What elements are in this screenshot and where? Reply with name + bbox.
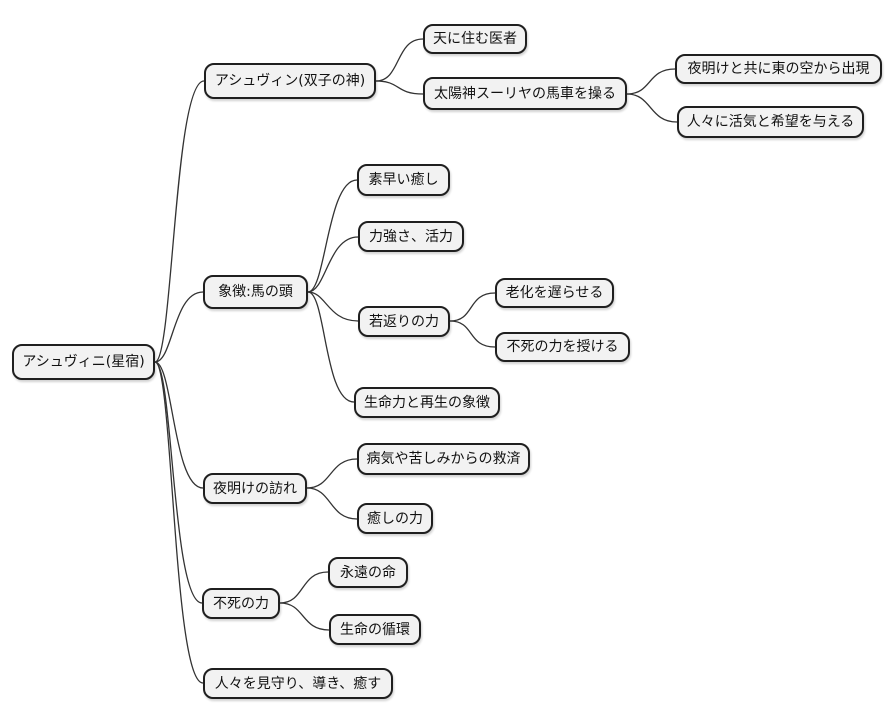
edge-twins-chariot (375, 80, 424, 95)
node-watch-guide-heal: 人々を見守り、導き、癒す (203, 668, 393, 699)
edge-symbol-quick (307, 179, 358, 293)
edge-twins-doctor (375, 38, 424, 82)
node-dawn-appearance: 夜明けと共に東の空から出現 (675, 54, 882, 84)
node-quick-healing: 素早い癒し (357, 164, 450, 196)
node-surya-chariot: 太陽神スーリヤの馬車を操る (423, 77, 627, 110)
edge-immortality-eternal (279, 571, 329, 604)
node-life-cycle: 生命の循環 (329, 614, 421, 645)
node-root: アシュヴィニ(星宿) (12, 344, 155, 380)
edge-rejuvenation-aging (449, 292, 496, 322)
node-rejuvenation: 若返りの力 (358, 306, 450, 337)
edge-root-watch (154, 361, 204, 684)
node-grant-immortality: 不死の力を授ける (495, 332, 630, 362)
edge-symbol-strength (307, 236, 359, 293)
node-life-regeneration: 生命力と再生の象徴 (354, 387, 500, 418)
node-healing-power: 癒しの力 (357, 503, 433, 534)
edge-symbol-rejuvenation (307, 291, 359, 322)
edge-root-twins (154, 80, 205, 363)
node-heavenly-doctor: 天に住む医者 (423, 24, 527, 54)
edge-rejuvenation-grant (449, 320, 496, 348)
edge-root-symbol (154, 291, 204, 363)
node-delay-aging: 老化を遅らせる (495, 278, 614, 308)
edge-dawn-healing (306, 487, 358, 520)
node-strength-vitality: 力強さ、活力 (358, 221, 464, 252)
node-ashvin-twins: アシュヴィン(双子の神) (204, 63, 376, 99)
edge-dawn-relief (306, 458, 358, 489)
edge-root-immortality (154, 361, 203, 604)
edge-chariot-vigor (626, 93, 678, 123)
edge-immortality-cycle (279, 602, 330, 631)
node-relief-suffering: 病気や苦しみからの救済 (357, 443, 530, 475)
node-immortality: 不死の力 (202, 588, 280, 619)
node-vigor-hope: 人々に活気と希望を与える (677, 106, 864, 138)
node-eternal-life: 永遠の命 (328, 557, 408, 588)
edge-chariot-appear (626, 68, 676, 95)
node-symbol-horse-head: 象徴:馬の頭 (203, 275, 308, 309)
edge-root-dawn (154, 361, 204, 489)
node-dawn-arrival: 夜明けの訪れ (203, 473, 307, 504)
edge-symbol-lifeforce (307, 291, 355, 403)
